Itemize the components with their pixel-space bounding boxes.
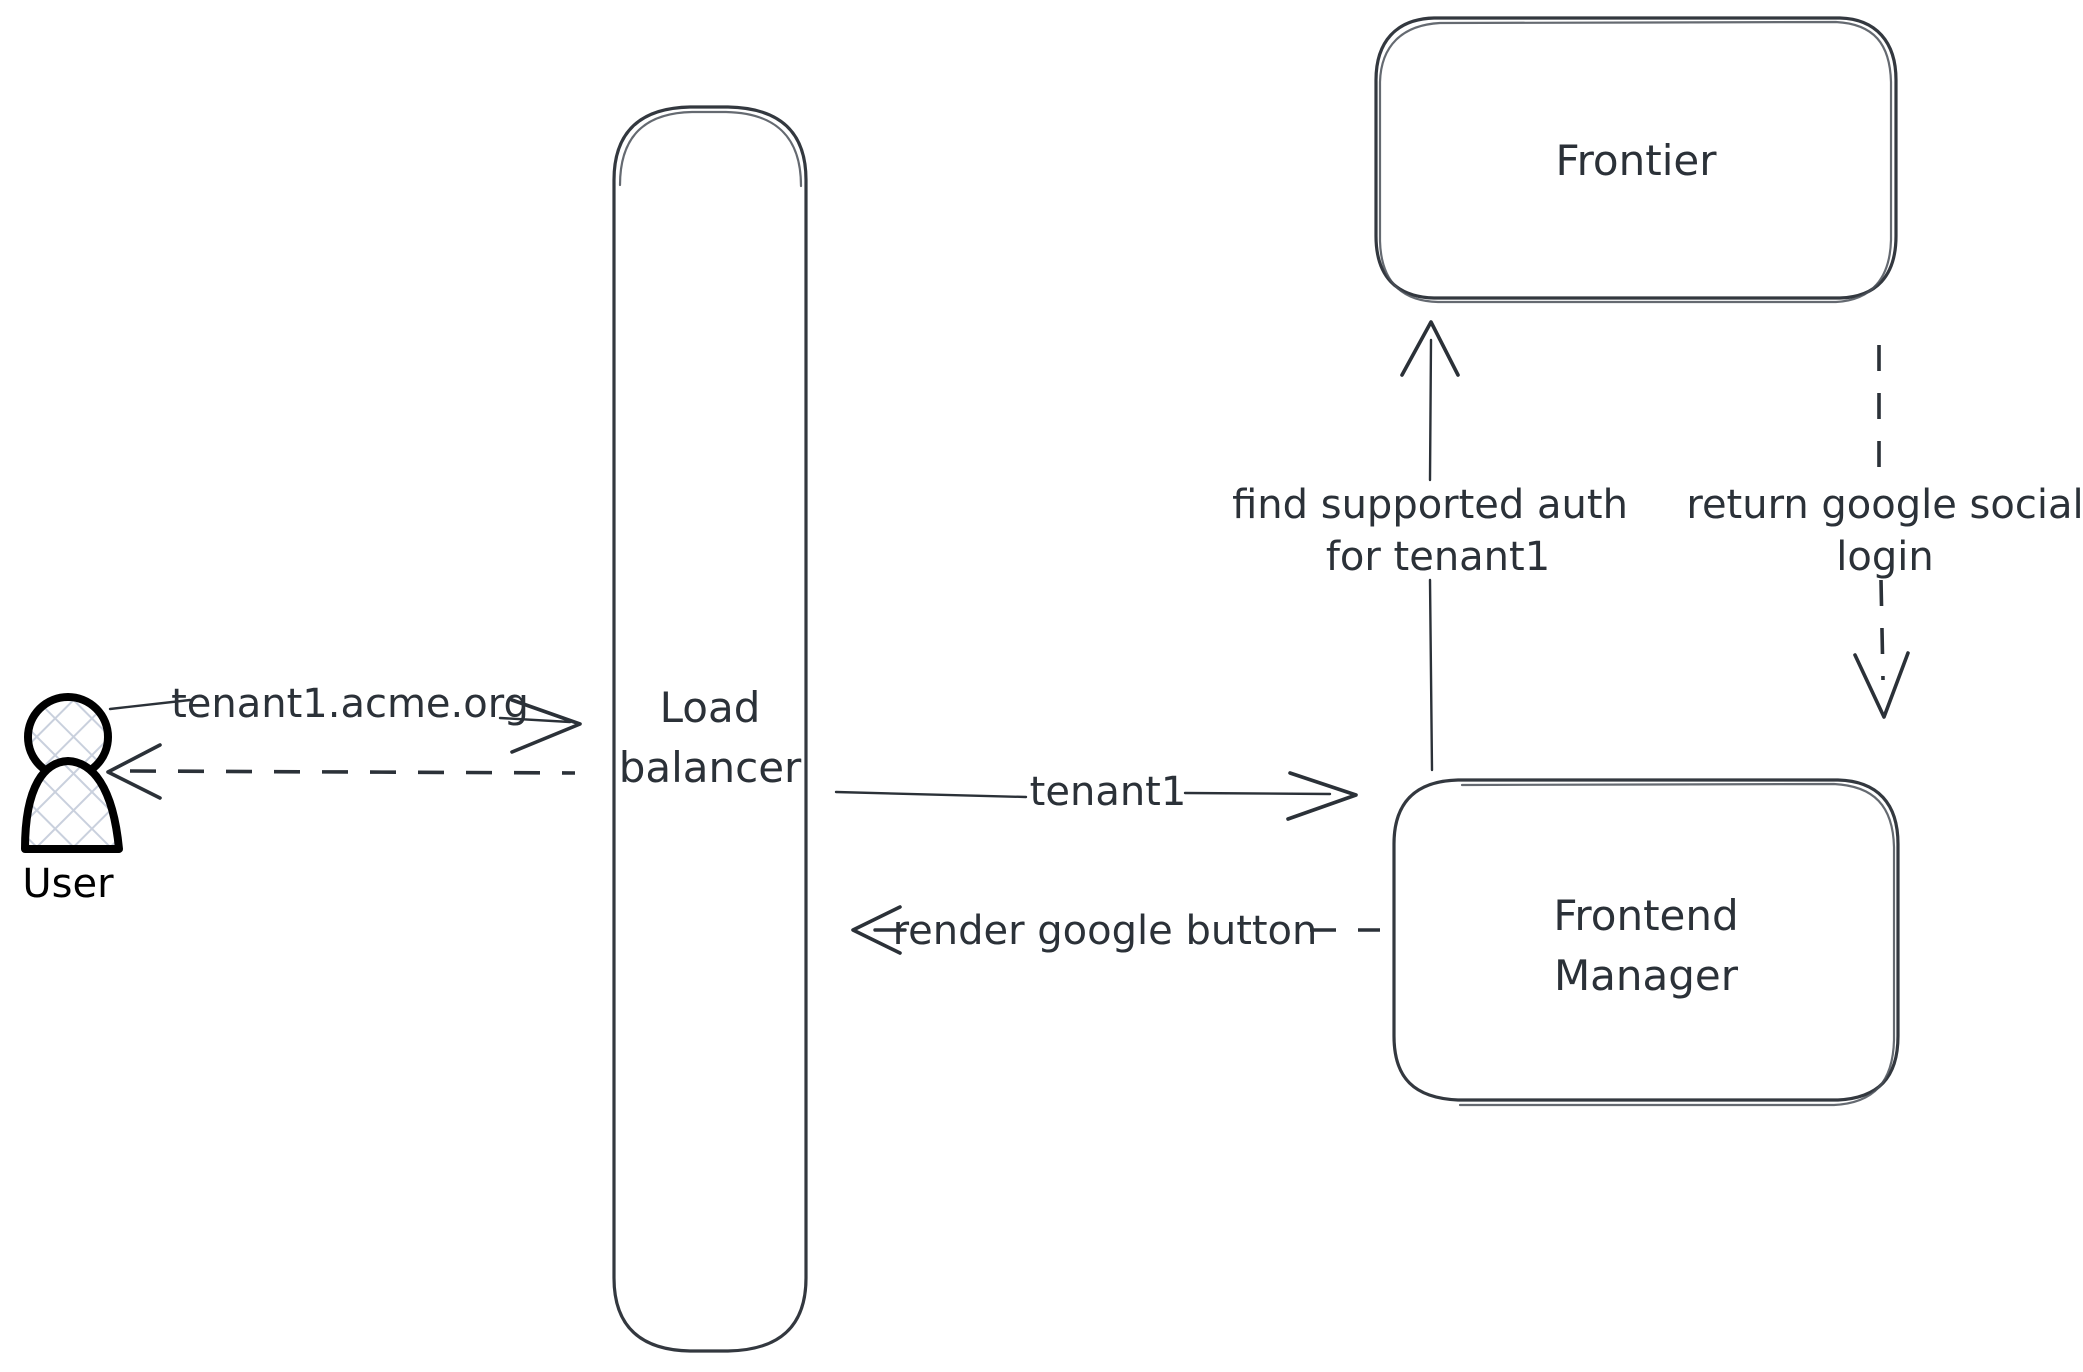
edge-frontier-to-fm-line-lower [1879, 579, 1885, 681]
edge-fm-to-frontier-line-lower [1428, 578, 1434, 772]
edge-user-to-lb-arrowhead [510, 698, 582, 754]
edge-label-fm-to-frontier-line2: for tenant1 [1326, 534, 1550, 580]
frontier-shape [1374, 16, 1898, 300]
edge-frontier-to-frontend-manager[interactable] [1853, 345, 1910, 719]
user-body-icon [21, 757, 123, 853]
node-frontend-manager[interactable] [1392, 778, 1900, 1107]
edge-label-frontier-to-fm-line1: return google social [1686, 482, 2083, 528]
edge-frontier-to-fm-arrowhead [1853, 651, 1910, 719]
node-label-frontend-manager-line1: Frontend [1553, 891, 1738, 940]
edge-label-fm-to-frontier-line1: find supported auth [1232, 482, 1628, 528]
edge-label-frontier-to-fm-line2: login [1836, 534, 1933, 580]
edge-user-to-lb-line-left [108, 698, 192, 711]
edge-lb-to-fm-line-left [834, 790, 1028, 799]
edge-lb-to-user-arrowhead [106, 743, 162, 800]
edge-load-balancer-to-user[interactable] [106, 743, 576, 800]
edge-fm-to-frontier-arrowhead [1400, 320, 1460, 377]
node-label-frontier: Frontier [1555, 136, 1717, 185]
edge-fm-to-frontier-line-upper [1428, 338, 1433, 482]
edge-label-lb-to-fm: tenant1 [1030, 769, 1187, 815]
node-label-frontend-manager-line2: Manager [1554, 951, 1739, 1000]
edge-frontend-manager-to-frontier[interactable] [1400, 320, 1460, 772]
edge-label-user-to-lb: tenant1.acme.org [171, 681, 529, 727]
node-label-load-balancer-line1: Load [660, 683, 761, 732]
edge-user-to-load-balancer[interactable] [108, 698, 582, 754]
edge-lb-to-fm-line-right [1183, 791, 1332, 796]
frontend-manager-shape [1392, 778, 1900, 1102]
load-balancer-shape [612, 105, 808, 1353]
node-frontier[interactable] [1374, 16, 1898, 304]
node-label-user: User [22, 861, 114, 907]
node-user[interactable] [21, 693, 123, 853]
node-label-load-balancer-line2: balancer [619, 743, 802, 792]
edge-frontend-manager-to-load-balancer[interactable] [851, 905, 1380, 955]
edge-label-fm-to-lb: render google button [893, 908, 1318, 954]
edge-load-balancer-to-frontend-manager[interactable] [834, 771, 1358, 821]
node-load-balancer[interactable] [612, 105, 808, 1353]
edge-user-to-lb-line-right [498, 716, 572, 724]
frontier-shape-ghost [1378, 20, 1893, 304]
load-balancer-shape-ghost [618, 110, 803, 188]
frontend-manager-shape-ghost [1458, 782, 1896, 1107]
edge-lb-to-user-line [129, 769, 576, 775]
edge-fm-to-lb-arrowhead [851, 905, 902, 955]
edge-lb-to-fm-arrowhead [1286, 771, 1358, 821]
